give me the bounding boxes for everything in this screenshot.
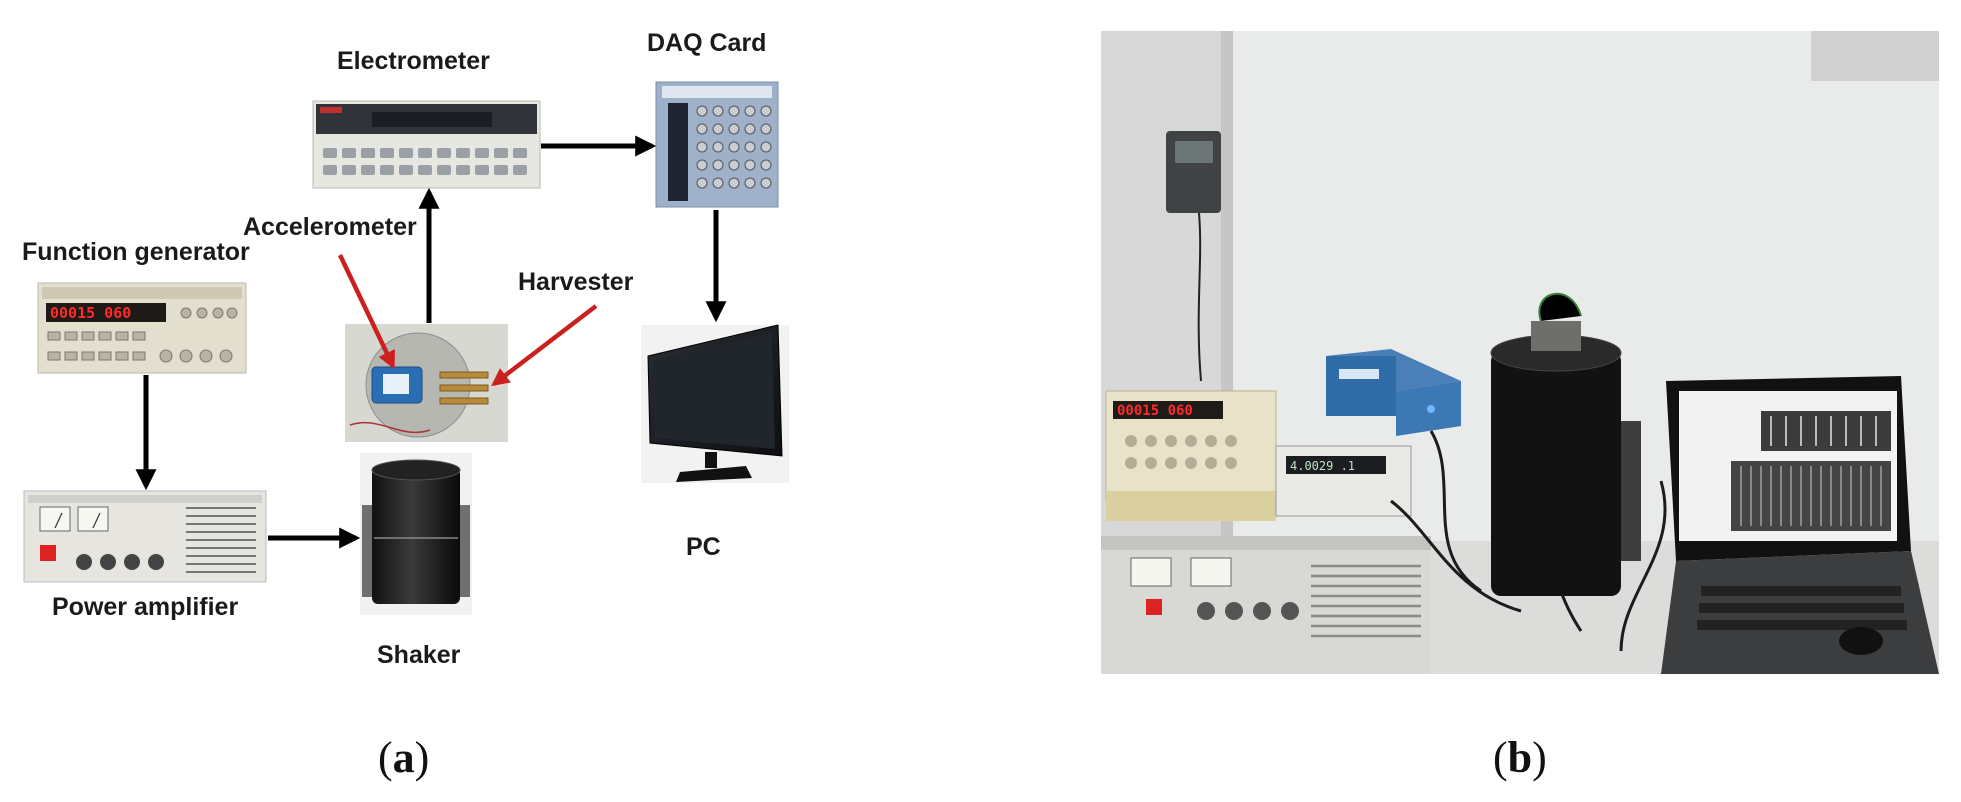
pointer-harvester bbox=[491, 304, 598, 387]
label-function-generator: Function generator bbox=[22, 238, 250, 266]
harvester-image bbox=[345, 324, 508, 442]
function-generator-display: 00015 060 bbox=[50, 304, 131, 322]
pointer-arrows bbox=[337, 254, 598, 387]
experimental-setup-photo: 00015 060 4.0029 .1 bbox=[1101, 31, 1939, 674]
pc-monitor-image bbox=[641, 324, 789, 483]
label-shaker: Shaker bbox=[377, 641, 461, 669]
electrometer-image bbox=[312, 100, 541, 189]
caption-a: (a) bbox=[378, 733, 430, 782]
pointer-accelerometer bbox=[337, 254, 396, 370]
label-pc: PC bbox=[686, 533, 721, 561]
photo-generator-display: 00015 060 bbox=[1117, 403, 1193, 419]
label-electrometer: Electrometer bbox=[337, 47, 490, 75]
caption-b: (b) bbox=[1493, 733, 1547, 782]
label-daq-card: DAQ Card bbox=[647, 29, 767, 57]
label-accelerometer: Accelerometer bbox=[243, 213, 417, 241]
label-power-amplifier: Power amplifier bbox=[52, 593, 239, 621]
daq-card-image bbox=[655, 81, 779, 208]
power-amplifier-image bbox=[23, 490, 267, 583]
flow-arrows bbox=[135, 135, 727, 549]
function-generator-image: 00015 060 bbox=[37, 282, 247, 374]
photo-meter-display: 4.0029 .1 bbox=[1290, 459, 1355, 473]
label-harvester: Harvester bbox=[518, 268, 634, 296]
shaker-image bbox=[360, 453, 472, 615]
